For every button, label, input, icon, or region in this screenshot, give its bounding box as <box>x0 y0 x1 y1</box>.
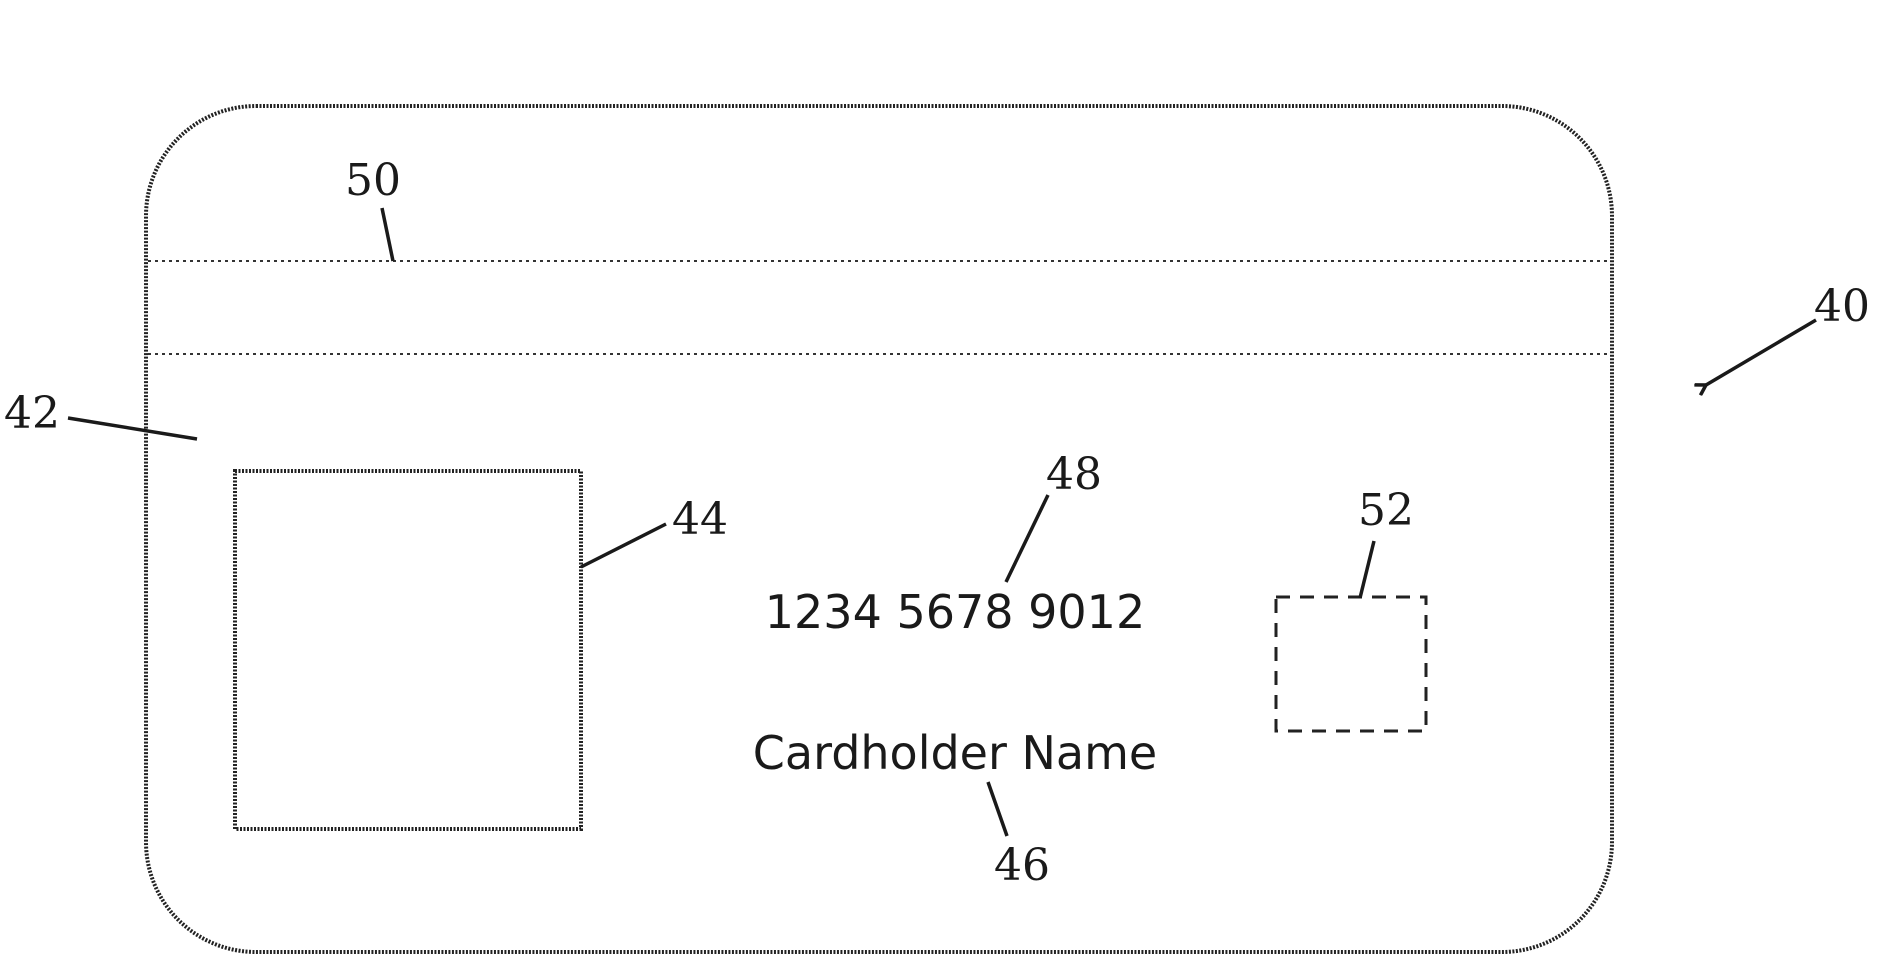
ref-label-50: 50 <box>345 155 401 206</box>
ref-label-42: 42 <box>4 388 60 439</box>
cardholder-name-text: Cardholder Name <box>753 726 1157 780</box>
leader-42 <box>68 418 197 439</box>
ref-label-40: 40 <box>1814 281 1870 332</box>
leader-52 <box>1360 541 1374 598</box>
leader-44 <box>581 524 666 567</box>
photo-box <box>235 471 581 829</box>
account-number-text: 1234 5678 9012 <box>765 585 1145 639</box>
leader-50 <box>382 208 393 261</box>
arrow-40 <box>1706 320 1816 385</box>
leader-46 <box>988 782 1007 836</box>
chip-box <box>1276 597 1426 731</box>
ref-label-46: 46 <box>994 840 1050 891</box>
ref-label-52: 52 <box>1358 485 1414 536</box>
ref-label-44: 44 <box>672 494 728 545</box>
ref-label-48: 48 <box>1046 449 1102 500</box>
leader-48 <box>1006 495 1048 582</box>
